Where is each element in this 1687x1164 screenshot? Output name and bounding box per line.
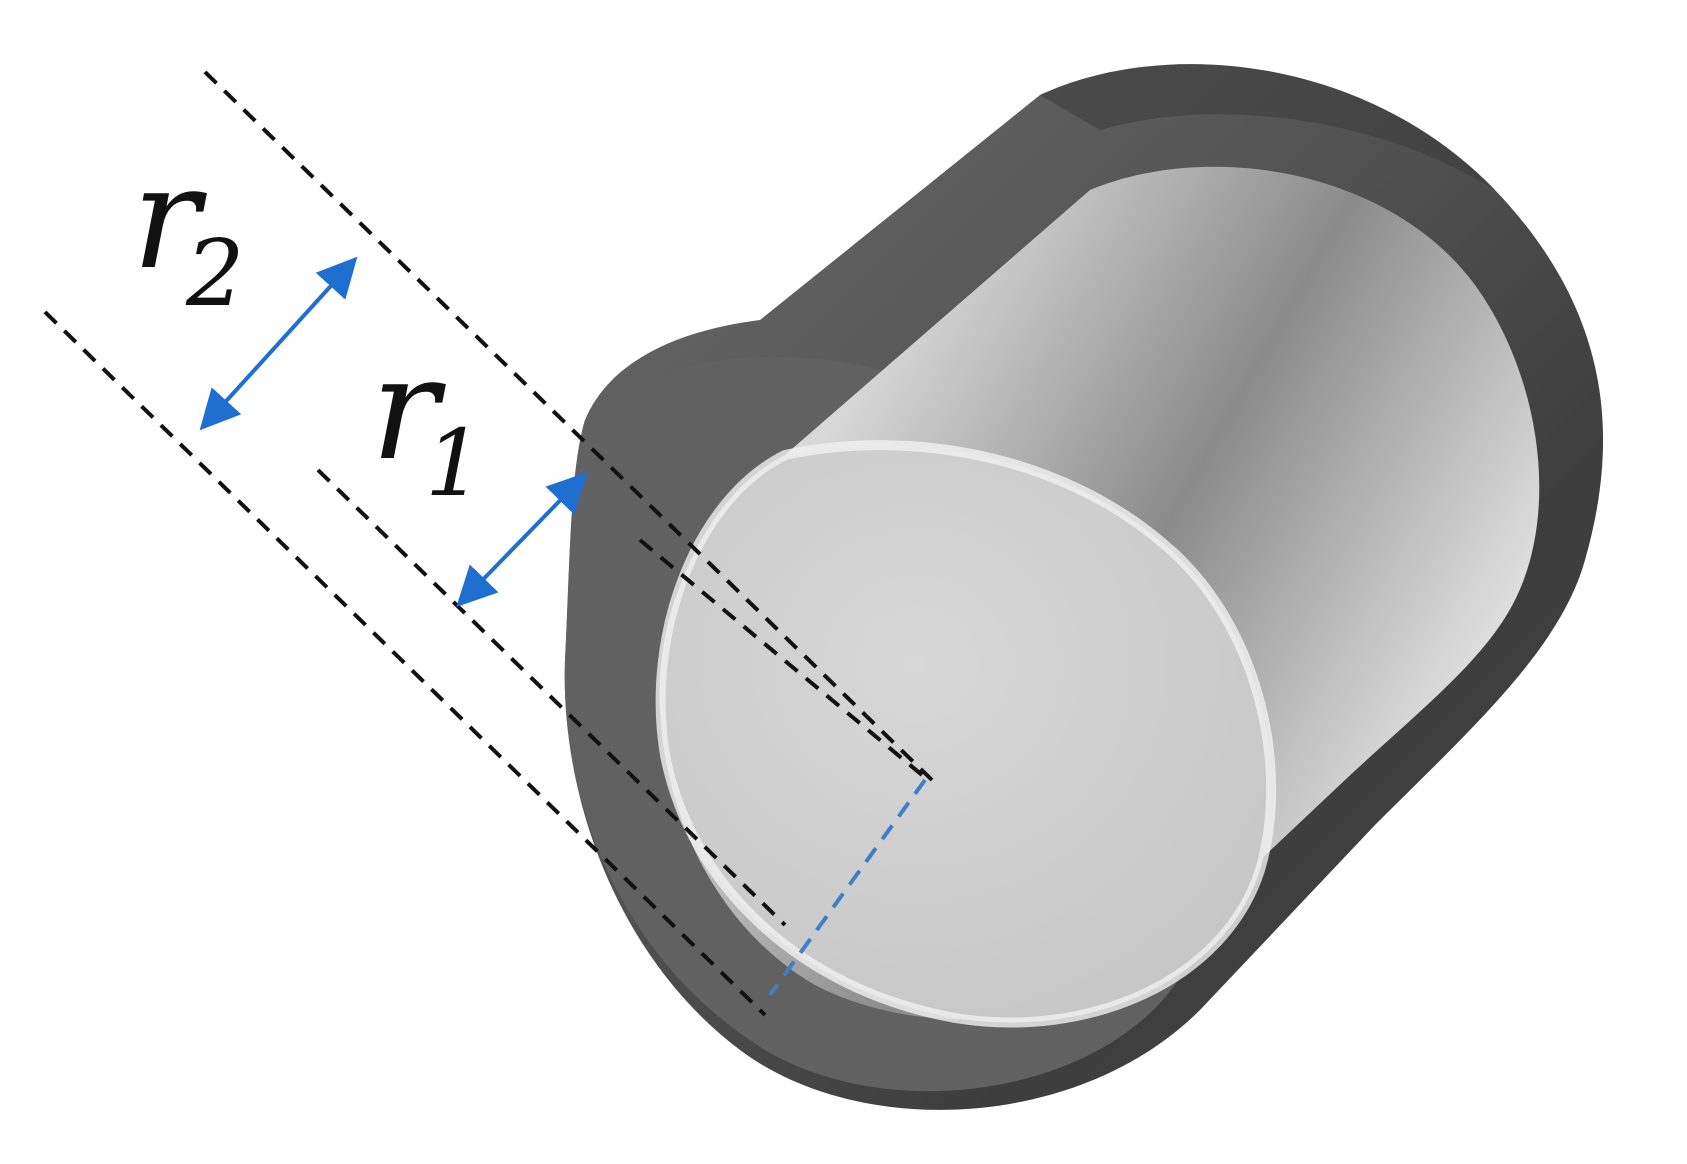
outer-radius-symbol: r bbox=[132, 136, 207, 301]
inner-radius-arrow bbox=[456, 471, 588, 608]
outer-radius-arrow bbox=[199, 256, 358, 431]
outer-radius-label: r 2 bbox=[132, 136, 245, 327]
outer-top-guide-line bbox=[203, 70, 934, 782]
inner-radius-subscript: 1 bbox=[425, 410, 484, 517]
dimension-arrows bbox=[199, 256, 588, 608]
guide-lines bbox=[43, 70, 934, 1017]
inner-bottom-guide-line bbox=[316, 468, 787, 927]
outer-radius-subscript: 2 bbox=[185, 220, 245, 327]
inner-radius-label: r 1 bbox=[371, 327, 484, 517]
center-horizontal-guide-line bbox=[638, 538, 930, 782]
inner-cylinder-front-face bbox=[655, 440, 1277, 1028]
outer-bottom-guide-line bbox=[43, 310, 767, 1017]
outer-cylinder-top-shadow bbox=[1040, 64, 1495, 190]
inner-radius-symbol: r bbox=[371, 327, 446, 492]
cylinder-axis-line bbox=[768, 778, 927, 997]
inner-cylinder bbox=[655, 166, 1540, 1028]
